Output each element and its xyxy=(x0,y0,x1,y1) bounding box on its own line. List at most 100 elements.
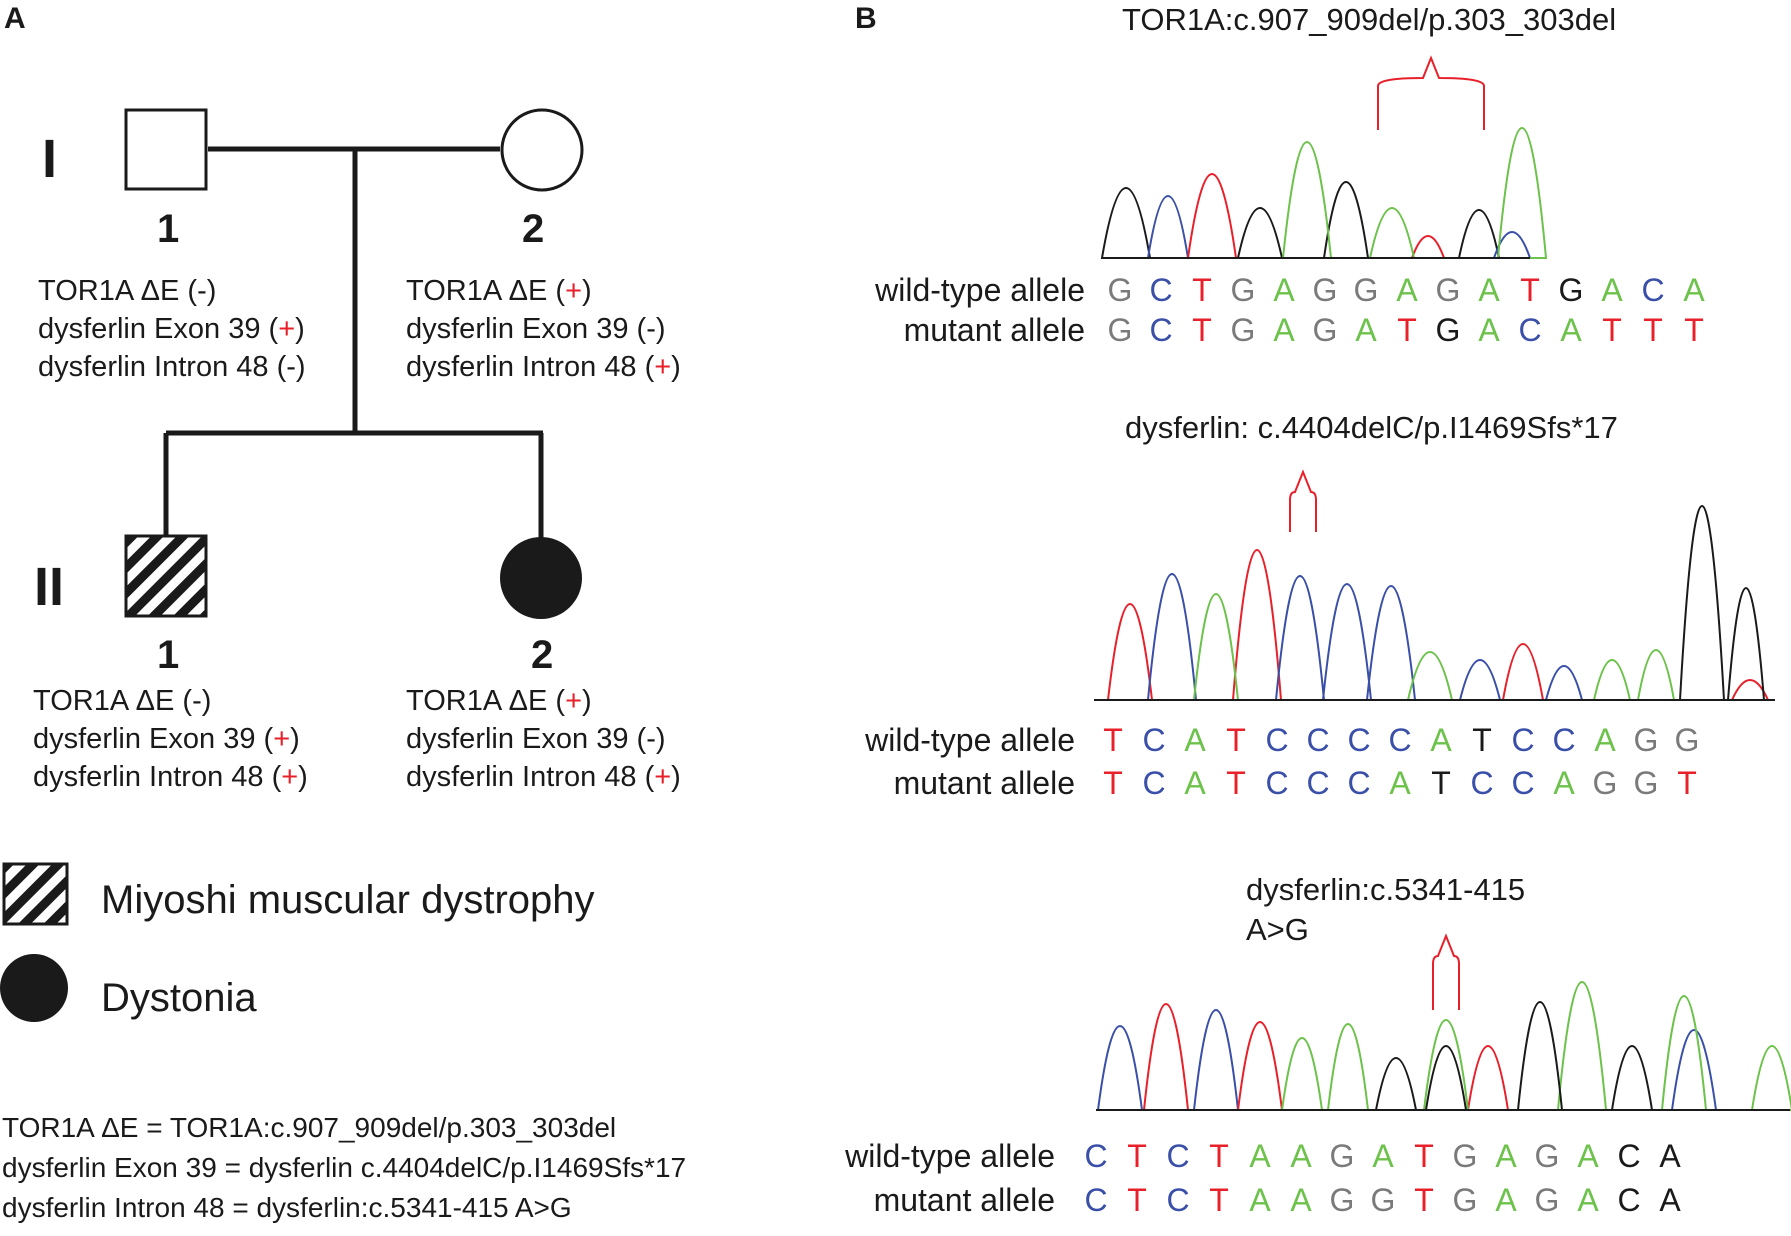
base-letter: G xyxy=(1107,272,1133,308)
genotype-part: + xyxy=(565,685,582,717)
base-letter: A xyxy=(1601,272,1623,308)
base-letter: A xyxy=(1683,272,1705,308)
base-letter: C xyxy=(1166,1182,1190,1218)
genotype-part: dysferlin Intron 48 xyxy=(406,761,637,793)
base-letter: C xyxy=(1617,1182,1641,1218)
base-letter: A xyxy=(1560,312,1582,348)
base-letter: G xyxy=(1452,1138,1478,1174)
base-letter: A xyxy=(1577,1182,1599,1218)
genotype-part: dysferlin Exon 39 xyxy=(406,313,629,345)
base-letter: C xyxy=(1518,312,1542,348)
genotype-part: ) xyxy=(655,313,666,345)
genotype-part: + xyxy=(565,275,582,307)
base-letter: G xyxy=(1558,272,1584,308)
base-letter: T xyxy=(1472,722,1492,758)
base-letter: T xyxy=(1397,312,1417,348)
base-letter: G xyxy=(1435,272,1461,308)
chromatogram-intron48-black-trace xyxy=(1096,1001,1790,1111)
mutation-bracket-tor1a xyxy=(1377,55,1485,130)
base-letter: C xyxy=(1265,722,1289,758)
genotype-part: dysferlin Intron 48 xyxy=(33,761,264,793)
mutation-bracket-intron48 xyxy=(1432,933,1460,1010)
genotype-part: - xyxy=(286,351,296,383)
base-letter: C xyxy=(1470,765,1494,801)
base-letter: A xyxy=(1430,722,1452,758)
base-letter: A xyxy=(1495,1182,1517,1218)
genotype-line: dysferlin Intron 48 (+) xyxy=(406,758,681,796)
genotype-part: ) xyxy=(655,723,666,755)
genotype-part: ( xyxy=(263,761,282,793)
individual-number: 2 xyxy=(531,633,554,677)
genotype-line: TOR1A ΔE (-) xyxy=(38,272,306,310)
genotype-part: ( xyxy=(628,313,647,345)
definition-exon39: dysferlin Exon 39 = dysferlin c.4404delC… xyxy=(2,1152,687,1183)
base-letter: T xyxy=(1431,765,1451,801)
legend-hatched-square xyxy=(2,862,69,926)
base-letter: T xyxy=(1127,1182,1147,1218)
base-letter: G xyxy=(1230,312,1256,348)
base-letter: A xyxy=(1273,312,1295,348)
genotype-part: ) xyxy=(295,351,306,383)
chromatogram-title-intron48-line1: dysferlin:c.5341-415 xyxy=(1246,872,1526,907)
genotype-line: TOR1A ΔE (+) xyxy=(406,682,681,720)
genotype-part: ) xyxy=(582,275,592,307)
genotype-part: - xyxy=(192,685,202,717)
genotype-part: ( xyxy=(260,313,279,345)
legend-miyoshi-label: Miyoshi muscular dystrophy xyxy=(101,878,595,922)
base-letter: G xyxy=(1329,1138,1355,1174)
chromatogram-tor1a-C-trace xyxy=(1104,195,1531,259)
genotype-part: ( xyxy=(255,723,274,755)
base-letter: A xyxy=(1478,272,1500,308)
base-letter: A xyxy=(1478,312,1500,348)
chromatogram-intron48-T-trace xyxy=(1096,1003,1790,1111)
base-letter: G xyxy=(1312,312,1338,348)
genotype-line: dysferlin Exon 39 (+) xyxy=(33,720,308,758)
genotype-part: ( xyxy=(174,685,193,717)
genotype-part: ) xyxy=(201,685,212,717)
genotype-part: ( xyxy=(628,723,647,755)
base-letter: T xyxy=(1103,765,1123,801)
base-letter: T xyxy=(1677,765,1697,801)
base-letter: A xyxy=(1355,312,1377,348)
genotype-part: ( xyxy=(636,351,655,383)
mutant-label: mutant allele xyxy=(903,312,1085,348)
genotype-part: ) xyxy=(298,761,308,793)
base-letter: T xyxy=(1127,1138,1147,1174)
base-letter: C xyxy=(1617,1138,1641,1174)
base-letter: C xyxy=(1306,765,1330,801)
base-letter: G xyxy=(1452,1182,1478,1218)
base-letter: A xyxy=(1184,765,1206,801)
base-letter: A xyxy=(1290,1182,1312,1218)
base-letter: A xyxy=(1372,1138,1394,1174)
base-letter: A xyxy=(1389,765,1411,801)
individual-I-1-square xyxy=(124,108,208,191)
chromatogram-tor1a-T-trace xyxy=(1104,173,1530,259)
genotype-part: TOR1A ΔE xyxy=(33,685,175,717)
base-letter: G xyxy=(1633,765,1659,801)
base-letter: G xyxy=(1633,722,1659,758)
base-letter: C xyxy=(1142,765,1166,801)
individual-number: 1 xyxy=(157,207,180,251)
individual-number: 1 xyxy=(157,633,180,677)
chromatogram-title-exon39: dysferlin: c.4404delC/p.I1469Sfs*17 xyxy=(1125,410,1618,445)
genotype-part: + xyxy=(654,761,672,793)
base-letter: C xyxy=(1142,722,1166,758)
base-letter: T xyxy=(1209,1182,1229,1218)
genotype-part: TOR1A ΔE xyxy=(406,275,548,307)
genotype-line: dysferlin Intron 48 (+) xyxy=(406,348,681,386)
base-letter: A xyxy=(1553,765,1575,801)
base-letter: A xyxy=(1495,1138,1517,1174)
base-letter: C xyxy=(1149,312,1173,348)
genotype-part: TOR1A ΔE xyxy=(406,685,548,717)
base-letter: T xyxy=(1414,1182,1434,1218)
panel-label-b: B xyxy=(855,2,877,35)
base-letter: A xyxy=(1249,1182,1271,1218)
genotype-block-II-2: TOR1A ΔE (+)dysferlin Exon 39 (-)dysferl… xyxy=(406,682,681,796)
base-letter: C xyxy=(1347,722,1371,758)
base-letter: A xyxy=(1396,272,1418,308)
genotype-part: - xyxy=(646,313,656,345)
base-letter: G xyxy=(1370,1182,1396,1218)
base-letter: G xyxy=(1329,1182,1355,1218)
